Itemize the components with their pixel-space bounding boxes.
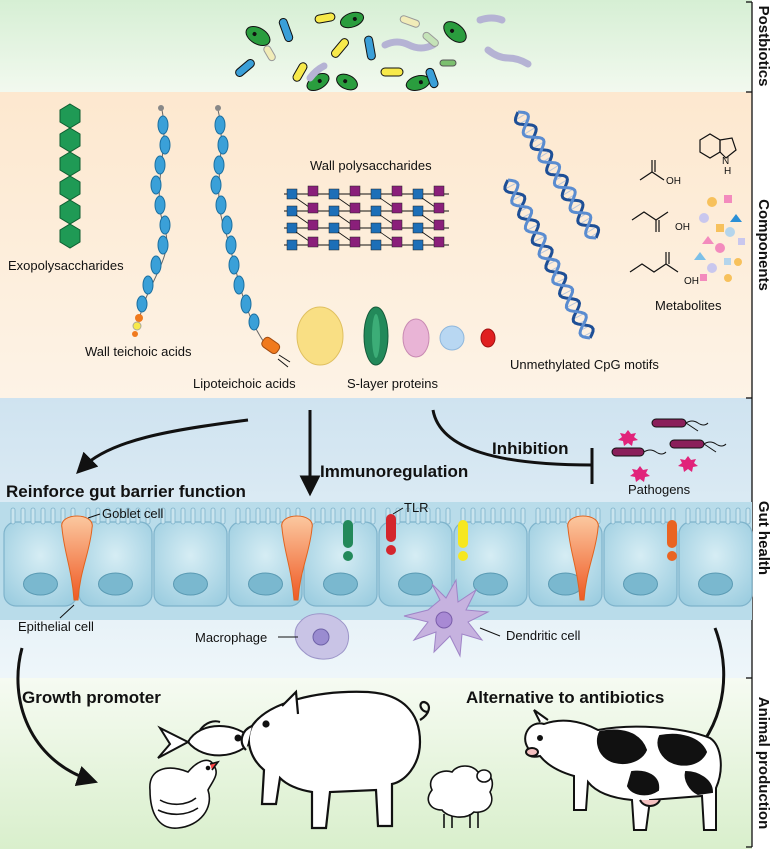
label-wall-teichoic-acids: Wall teichoic acids	[85, 344, 192, 359]
metabolite-particles-icon	[694, 195, 745, 282]
section-bracket	[746, 1, 753, 848]
label-growth-promoter: Growth promoter	[22, 688, 161, 707]
wall-polysaccharide-grid-icon	[284, 185, 449, 251]
cpg-dna-helix-icon	[503, 110, 601, 340]
label-exopolysaccharides: Exopolysaccharides	[8, 258, 124, 273]
label-unmethylated-cpg: Unmethylated CpG motifs	[510, 357, 659, 372]
tlr-pointer	[392, 507, 404, 515]
arrow-to-barrier	[76, 418, 249, 474]
postbiotics-band	[0, 0, 752, 92]
label-tlr: TLR	[404, 500, 429, 515]
metabolite-structures-icon	[629, 133, 737, 273]
dendritic-cell-icon	[403, 578, 490, 658]
label-metabolites: Metabolites	[655, 298, 722, 313]
label-alternative-antibiotics: Alternative to antibiotics	[466, 688, 664, 707]
macrophage-icon	[294, 613, 349, 660]
wall-teichoic-acid-chain-icon	[132, 105, 171, 337]
label-lipoteichoic-acids: Lipoteichoic acids	[193, 376, 296, 391]
chem-h: H	[724, 166, 731, 177]
chem-oh-2: OH	[675, 222, 690, 233]
goblet-cell-pointer	[87, 513, 101, 519]
dendritic-cell-pointer	[479, 627, 501, 637]
label-goblet-cell: Goblet cell	[102, 506, 164, 521]
sheep-icon	[427, 765, 494, 828]
tlr-receptor-icons	[343, 514, 677, 561]
chem-n: N	[722, 156, 729, 167]
label-macrophage: Macrophage	[195, 630, 267, 645]
pathogen-icons	[611, 418, 727, 482]
lipoteichoic-acid-chain-icon	[210, 105, 291, 368]
label-pathogens: Pathogens	[628, 482, 691, 497]
epithelial-cell-pointer	[59, 604, 75, 619]
inhibition-line	[431, 409, 593, 467]
label-epithelial-cell: Epithelial cell	[18, 619, 94, 634]
chem-oh-1: OH	[666, 176, 681, 187]
chem-oh-3: OH	[684, 276, 699, 287]
section-label-animal-production: Animal production	[755, 697, 772, 830]
bacteria-cluster-icon	[235, 11, 532, 92]
label-reinforce-barrier: Reinforce gut barrier function	[6, 482, 246, 501]
cow-icon	[524, 709, 722, 831]
epithelial-cell-row	[3, 507, 753, 607]
label-inhibition: Inhibition	[492, 439, 568, 458]
label-wall-polysaccharides: Wall polysaccharides	[310, 158, 432, 173]
hen-icon	[149, 759, 220, 829]
pig-icon	[240, 689, 430, 830]
arrow-to-growth	[16, 647, 98, 786]
s-layer-protein-icons	[296, 306, 496, 366]
section-label-gut-health: Gut health	[755, 501, 772, 575]
goblet-cell-icon	[61, 515, 599, 601]
label-immunoregulation: Immunoregulation	[320, 462, 468, 481]
label-s-layer-proteins: S-layer proteins	[347, 376, 439, 391]
label-dendritic-cell: Dendritic cell	[506, 628, 581, 643]
fish-icon	[157, 720, 254, 759]
section-label-postbiotics: Postbiotics	[755, 6, 772, 87]
exopolysaccharide-chain-icon	[59, 103, 81, 249]
section-label-components: Components	[755, 199, 772, 291]
